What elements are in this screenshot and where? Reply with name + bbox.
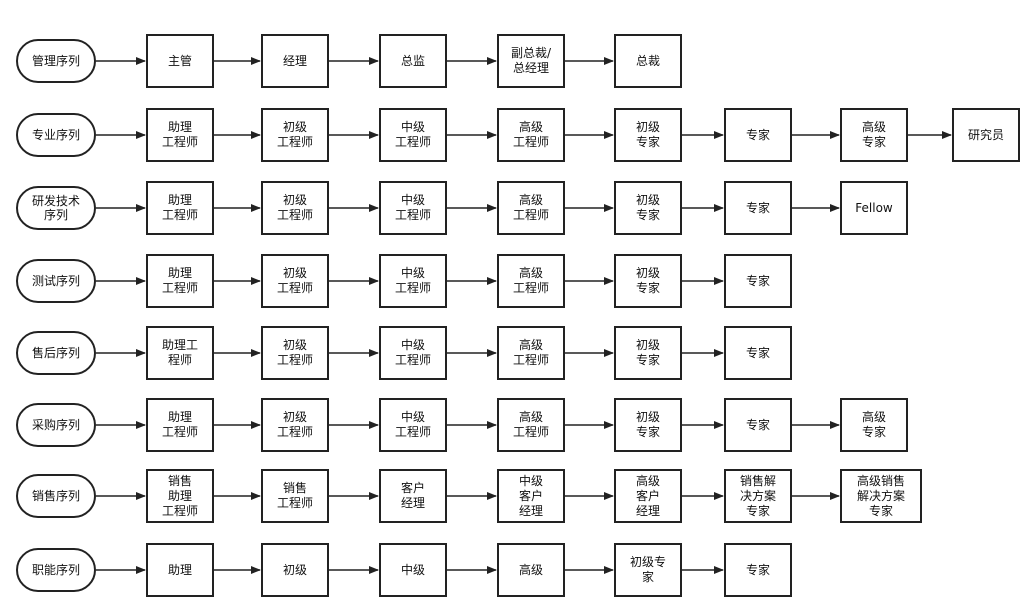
role-node: 副总裁/ 总经理 bbox=[497, 34, 565, 88]
role-node: 研究员 bbox=[952, 108, 1020, 162]
role-node: 总裁 bbox=[614, 34, 682, 88]
lane-label: 采购序列 bbox=[16, 403, 96, 447]
role-node: 初级 工程师 bbox=[261, 254, 329, 308]
role-node: 初级 专家 bbox=[614, 398, 682, 452]
role-node: 高级 客户 经理 bbox=[614, 469, 682, 523]
role-node: Fellow bbox=[840, 181, 908, 235]
role-node: 高级销售 解决方案 专家 bbox=[840, 469, 922, 523]
role-node: 中级 客户 经理 bbox=[497, 469, 565, 523]
role-node: 总监 bbox=[379, 34, 447, 88]
role-node: 初级 专家 bbox=[614, 326, 682, 380]
role-node: 高级 工程师 bbox=[497, 398, 565, 452]
role-node: 专家 bbox=[724, 181, 792, 235]
role-node: 初级 工程师 bbox=[261, 108, 329, 162]
lane-label: 测试序列 bbox=[16, 259, 96, 303]
role-node: 高级 专家 bbox=[840, 108, 908, 162]
role-node: 初级专 家 bbox=[614, 543, 682, 597]
role-node: 高级 专家 bbox=[840, 398, 908, 452]
role-node: 主管 bbox=[146, 34, 214, 88]
lane-label: 销售序列 bbox=[16, 474, 96, 518]
role-node: 中级 工程师 bbox=[379, 108, 447, 162]
role-node: 助理 工程师 bbox=[146, 181, 214, 235]
role-node: 助理 工程师 bbox=[146, 108, 214, 162]
role-node: 专家 bbox=[724, 254, 792, 308]
role-node: 中级 工程师 bbox=[379, 398, 447, 452]
role-node: 高级 工程师 bbox=[497, 108, 565, 162]
role-node: 中级 bbox=[379, 543, 447, 597]
role-node: 初级 工程师 bbox=[261, 398, 329, 452]
lane-label: 售后序列 bbox=[16, 331, 96, 375]
lane-label: 职能序列 bbox=[16, 548, 96, 592]
role-node: 专家 bbox=[724, 543, 792, 597]
role-node: 助理工 程师 bbox=[146, 326, 214, 380]
role-node: 中级 工程师 bbox=[379, 181, 447, 235]
role-node: 初级 工程师 bbox=[261, 326, 329, 380]
role-node: 初级 专家 bbox=[614, 108, 682, 162]
lane-label: 管理序列 bbox=[16, 39, 96, 83]
lane-label: 研发技术 序列 bbox=[16, 186, 96, 230]
role-node: 销售 工程师 bbox=[261, 469, 329, 523]
role-node: 助理 工程师 bbox=[146, 254, 214, 308]
role-node: 专家 bbox=[724, 398, 792, 452]
role-node: 销售 助理 工程师 bbox=[146, 469, 214, 523]
role-node: 专家 bbox=[724, 108, 792, 162]
role-node: 高级 工程师 bbox=[497, 254, 565, 308]
role-node: 高级 工程师 bbox=[497, 181, 565, 235]
role-node: 初级 bbox=[261, 543, 329, 597]
role-node: 初级 专家 bbox=[614, 254, 682, 308]
role-node: 助理 bbox=[146, 543, 214, 597]
role-node: 高级 工程师 bbox=[497, 326, 565, 380]
role-node: 初级 工程师 bbox=[261, 181, 329, 235]
lane-label: 专业序列 bbox=[16, 113, 96, 157]
role-node: 专家 bbox=[724, 326, 792, 380]
role-node: 中级 工程师 bbox=[379, 254, 447, 308]
role-node: 中级 工程师 bbox=[379, 326, 447, 380]
role-node: 助理 工程师 bbox=[146, 398, 214, 452]
role-node: 客户 经理 bbox=[379, 469, 447, 523]
role-node: 销售解 决方案 专家 bbox=[724, 469, 792, 523]
role-node: 高级 bbox=[497, 543, 565, 597]
role-node: 初级 专家 bbox=[614, 181, 682, 235]
role-node: 经理 bbox=[261, 34, 329, 88]
